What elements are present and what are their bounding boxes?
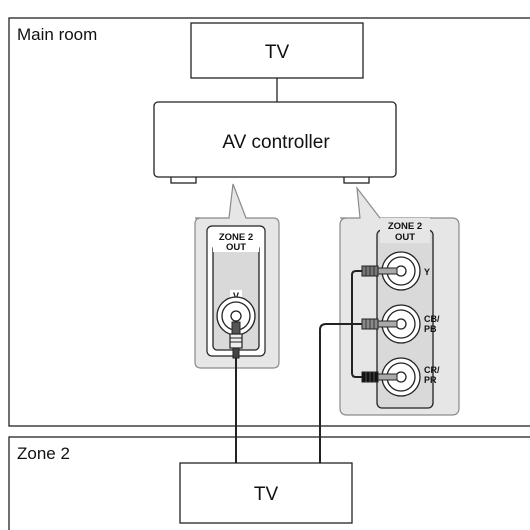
main-room-label: Main room	[17, 25, 97, 44]
zone2-label: Zone 2	[17, 444, 70, 463]
zone2-tv: TV	[179, 462, 353, 524]
composite-panel-title-2: OUT	[226, 242, 246, 253]
component-panel-title-1: ZONE 2	[388, 221, 422, 232]
component-panel-title-2: OUT	[395, 232, 415, 243]
composite-panel-title-1: ZONE 2	[219, 232, 253, 243]
main-tv-label: TV	[265, 42, 290, 63]
component-jack-label-pr-1: CR/	[424, 365, 440, 375]
component-jack-label-y: Y	[424, 267, 430, 277]
component-plug-pb	[361, 318, 398, 330]
av-controller-label: AV controller	[222, 132, 330, 153]
zone2-frame	[8, 436, 530, 530]
component-jack-label-pr-2: PR	[424, 375, 437, 385]
av-controller: AV controller	[153, 101, 397, 184]
component-jack-label-pb-1: CB/	[424, 314, 440, 324]
component-plug-pr	[361, 371, 398, 383]
component-jack-label-pb-2: PB	[424, 324, 437, 334]
component-jack-pr	[381, 357, 421, 397]
main-room-frame	[8, 17, 530, 427]
component-plug-y	[361, 265, 398, 277]
main-tv: TV	[190, 22, 364, 79]
component-jack-pb	[381, 304, 421, 344]
composite-jack-label: V	[233, 291, 239, 301]
component-jack-y	[381, 251, 421, 291]
component-cable-pb	[319, 323, 362, 463]
zone2-tv-label: TV	[254, 484, 279, 505]
